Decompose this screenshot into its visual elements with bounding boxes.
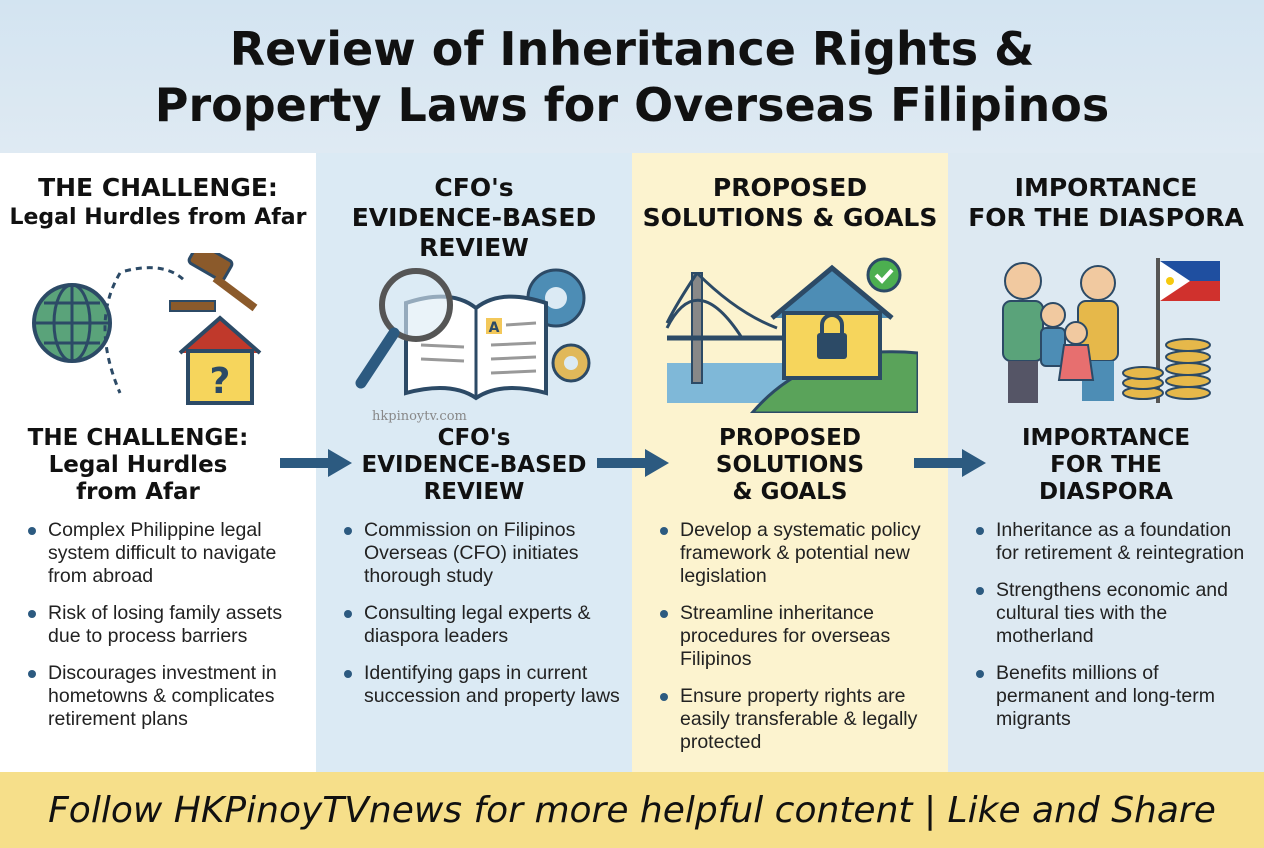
title-line-1: Review of Inheritance Rights & — [229, 21, 1035, 76]
column-solutions: PROPOSED SOLUTIONS & GOALS PROPOSED SOLU… — [632, 153, 948, 772]
page-title: Review of Inheritance Rights & Property … — [0, 0, 1264, 153]
section-subheading: CFO's EVIDENCE-BASED REVIEW — [316, 425, 632, 506]
list-item: Complex Philippine legal system difficul… — [24, 519, 306, 588]
heading-line: Legal Hurdles from Afar — [9, 205, 307, 230]
list-item: Risk of losing family assets due to proc… — [24, 602, 306, 648]
column-heading: PROPOSED SOLUTIONS & GOALS — [632, 173, 948, 233]
section-subheading: IMPORTANCE FOR THE DIASPORA — [948, 425, 1264, 506]
subheading-line: DIASPORA — [1039, 479, 1173, 505]
list-item: Identifying gaps in current succession a… — [340, 662, 622, 708]
watermark: hkpinoytv.com — [372, 409, 467, 424]
subheading-line: Legal Hurdles — [48, 452, 228, 478]
subheading-line: PROPOSED — [719, 425, 861, 451]
footer-banner: Follow HKPinoyTVnews for more helpful co… — [0, 772, 1264, 848]
column-review: CFO's EVIDENCE-BASED REVIEW A hkpinoytv.… — [316, 153, 632, 772]
heading-line: EVIDENCE-BASED — [351, 203, 597, 232]
arrow-right-icon — [280, 449, 352, 477]
column-heading: THE CHALLENGE: Legal Hurdles from Afar — [0, 173, 316, 233]
heading-line: SOLUTIONS & GOALS — [642, 203, 938, 232]
bullet-list: Inheritance as a foundation for retireme… — [972, 519, 1254, 745]
subheading-line: IMPORTANCE — [1021, 425, 1191, 451]
svg-text:A: A — [489, 320, 500, 336]
bullet-list: Complex Philippine legal system difficul… — [24, 519, 306, 745]
list-item: Commission on Filipinos Overseas (CFO) i… — [340, 519, 622, 588]
list-item: Ensure property rights are easily transf… — [656, 685, 938, 754]
footer-text: Follow HKPinoyTVnews for more helpful co… — [48, 789, 1216, 831]
bridge-house-lock-icon — [665, 257, 918, 413]
column-heading: IMPORTANCE FOR THE DIASPORA — [948, 173, 1264, 233]
section-subheading: PROPOSED SOLUTIONS & GOALS — [632, 425, 948, 506]
family-flag-coins-icon — [1002, 258, 1220, 403]
subheading-line: THE CHALLENGE: — [27, 425, 249, 451]
list-item: Streamline inheritance procedures for ov… — [656, 602, 938, 671]
subheading-line: REVIEW — [423, 479, 525, 505]
globe-gavel-house-icon: ? — [32, 253, 262, 405]
column-challenge: THE CHALLENGE: Legal Hurdles from Afar ?… — [0, 153, 316, 772]
subheading-line: CFO's — [437, 425, 511, 451]
subheading-line: FOR THE — [1050, 452, 1162, 478]
heading-line: CFO's — [434, 173, 514, 202]
bullet-list: Develop a systematic policy framework & … — [656, 519, 938, 768]
bullet-list: Commission on Filipinos Overseas (CFO) i… — [340, 519, 622, 722]
column-heading: CFO's EVIDENCE-BASED REVIEW — [316, 173, 632, 263]
list-item: Benefits millions of permanent and long-… — [972, 662, 1254, 731]
arrow-right-icon — [914, 449, 986, 477]
heading-line: FOR THE DIASPORA — [968, 203, 1244, 232]
list-item: Inheritance as a foundation for retireme… — [972, 519, 1254, 565]
section-subheading: THE CHALLENGE: Legal Hurdles from Afar — [0, 425, 296, 506]
svg-text:?: ? — [210, 361, 231, 402]
subheading-line: from Afar — [76, 479, 200, 505]
magnifier-book-gears-icon: A — [355, 268, 591, 401]
list-item: Strengthens economic and cultural ties w… — [972, 579, 1254, 648]
heading-line: PROPOSED — [712, 173, 868, 202]
title-line-2: Property Laws for Overseas Filipinos — [154, 77, 1110, 132]
list-item: Consulting legal experts & diaspora lead… — [340, 602, 622, 648]
subheading-line: EVIDENCE-BASED — [361, 452, 587, 478]
list-item: Discourages investment in hometowns & co… — [24, 662, 306, 731]
list-item: Develop a systematic policy framework & … — [656, 519, 938, 588]
column-importance: IMPORTANCE FOR THE DIASPORA IMPORTANCE F… — [948, 153, 1264, 772]
heading-line: IMPORTANCE — [1014, 173, 1198, 202]
arrow-right-icon — [597, 449, 669, 477]
subheading-line: SOLUTIONS — [715, 452, 865, 478]
heading-line: REVIEW — [419, 233, 529, 262]
subheading-line: & GOALS — [732, 479, 848, 505]
heading-line: THE CHALLENGE: — [38, 173, 278, 202]
